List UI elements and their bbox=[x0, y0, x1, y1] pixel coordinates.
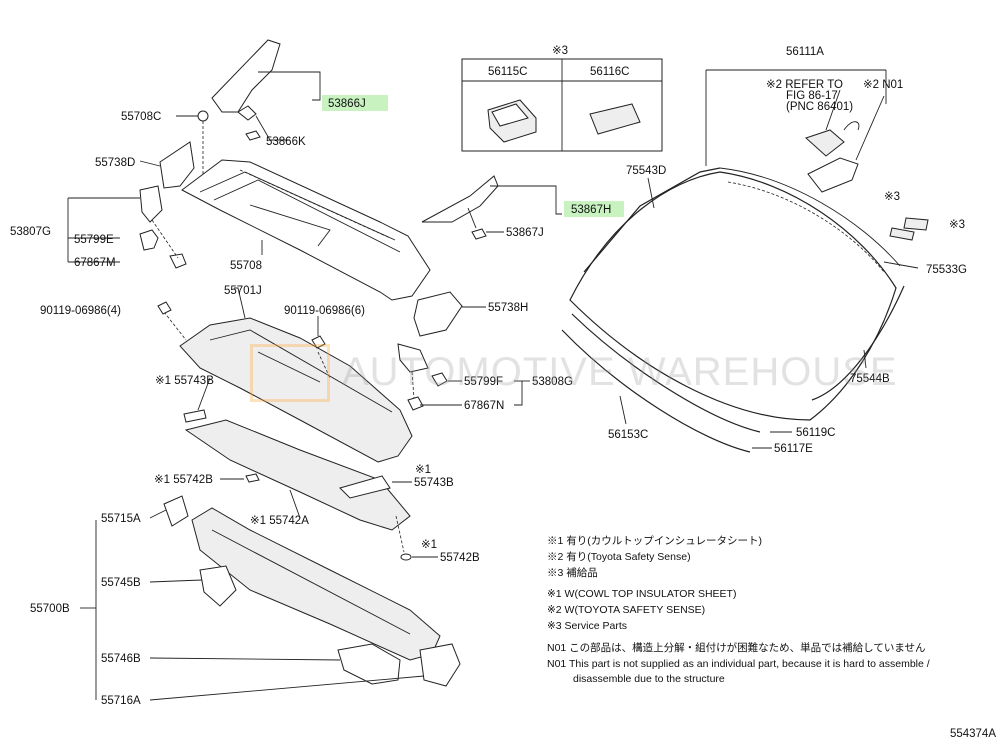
bolt-90119-left bbox=[157, 301, 172, 315]
molding-75543d bbox=[583, 167, 721, 273]
label-refer-line2: FIG 86-17 bbox=[786, 90, 838, 102]
cowl-side-cover-part bbox=[211, 39, 281, 113]
bracket-53807g bbox=[139, 185, 163, 223]
label-55701j: 55701J bbox=[224, 285, 262, 297]
label-53866k: 53866K bbox=[266, 136, 306, 148]
label-56117e: 56117E bbox=[774, 443, 813, 455]
insulator-55743b-right bbox=[339, 475, 391, 499]
label-55716a: 55716A bbox=[101, 695, 141, 707]
label-n01: ※2 N01 bbox=[863, 79, 903, 91]
label-155742b: ※1 55742B bbox=[154, 474, 213, 486]
label-55745b: 55745B bbox=[101, 577, 141, 589]
label-53866j: 53866J bbox=[328, 98, 366, 110]
service-part-right-a bbox=[889, 227, 915, 241]
label-55742b: 55742B bbox=[440, 552, 480, 564]
label-refer-line1: ※2 REFER TO bbox=[766, 79, 843, 91]
label-56119c: 56119C bbox=[796, 427, 835, 439]
molding-56117e bbox=[561, 329, 751, 453]
clip-55799e bbox=[139, 229, 159, 251]
clip-55799f bbox=[431, 372, 448, 387]
label-55708: 55708 bbox=[230, 260, 262, 272]
label-55700b: 55700B bbox=[30, 603, 70, 615]
clip-67867m bbox=[169, 253, 187, 269]
label-55738h: 55738H bbox=[488, 302, 528, 314]
label-53808g: 53808G bbox=[532, 376, 573, 388]
molding-75544b bbox=[811, 285, 905, 401]
label-56115c: 56115C bbox=[488, 66, 527, 78]
cowl-side-cover-53867h bbox=[421, 175, 499, 223]
cowl-top-panel-55708 bbox=[181, 159, 431, 301]
legend-n01-en-cont: disassemble due to the structure bbox=[573, 673, 725, 686]
insulator-55743b-left bbox=[183, 409, 207, 423]
label-star3-right-a: ※3 bbox=[884, 191, 900, 203]
label-75533g: 75533G bbox=[926, 264, 967, 276]
label-55715a: 55715A bbox=[101, 513, 141, 525]
windshield-glass bbox=[569, 171, 897, 421]
label-53867h: 53867H bbox=[571, 204, 611, 216]
label-55746b: 55746B bbox=[101, 653, 141, 665]
legend-note2-en: ※2 W(TOYOTA SAFETY SENSE) bbox=[547, 604, 706, 617]
clip-53866k bbox=[245, 130, 261, 141]
molding-75533g bbox=[719, 167, 901, 267]
bracket-55738d bbox=[159, 141, 195, 189]
label-56116c: 56116C bbox=[590, 66, 629, 78]
label-53807g: 53807G bbox=[10, 226, 51, 238]
bracket-55745b bbox=[199, 565, 237, 607]
label-53867j: 53867J bbox=[506, 227, 544, 239]
molding-56119c bbox=[571, 313, 761, 433]
bracket-55716a bbox=[419, 643, 461, 687]
label-67867n: 67867N bbox=[464, 400, 504, 412]
label-90119-6: 90119-06986(6) bbox=[284, 305, 365, 317]
bracket-n01 bbox=[807, 157, 859, 193]
label-67867m: 67867M bbox=[74, 257, 116, 269]
clip-155742b bbox=[245, 473, 260, 483]
bracket-53808g bbox=[397, 343, 429, 373]
clip-55742b bbox=[400, 553, 412, 561]
cowl-panel-55701j bbox=[179, 317, 413, 463]
spacer-56116c bbox=[589, 103, 641, 135]
label-note1-a: ※1 bbox=[415, 464, 431, 476]
label-55743b: 55743B bbox=[414, 477, 454, 489]
label-55738d: 55738D bbox=[95, 157, 135, 169]
legend-note2-jp: ※2 有り(Toyota Safety Sense) bbox=[547, 550, 691, 563]
label-155742a: ※1 55742A bbox=[250, 515, 309, 527]
label-75544b: 75544B bbox=[850, 373, 890, 385]
diagram-code: 554374A bbox=[949, 728, 996, 740]
grommet-55708c bbox=[197, 110, 209, 122]
legend-n01-jp: N01 この部品は、構造上分解・組付けが困難なため、単品では補給していません bbox=[547, 641, 926, 654]
legend: ※1 有り(カウルトップインシュレータシート) ※2 有り(Toyota Saf… bbox=[547, 534, 997, 688]
label-155743b: ※1 55743B bbox=[155, 375, 214, 387]
label-55799f: 55799F bbox=[464, 376, 503, 388]
cowl-assembly-55700b bbox=[191, 507, 441, 661]
part-labels: 55708C 53866J 53866K 55738D 53807G 55799… bbox=[10, 45, 967, 707]
label-56111a: 56111A bbox=[786, 46, 824, 58]
legend-note1-jp: ※1 有り(カウルトップインシュレータシート) bbox=[547, 535, 763, 547]
highlight-53866j bbox=[322, 95, 388, 111]
sensor-bracket-refer bbox=[805, 129, 845, 157]
label-56153c: 56153C bbox=[608, 429, 648, 441]
bracket-55746b bbox=[337, 643, 401, 685]
legend-note3-en: ※3 Service Parts bbox=[547, 619, 627, 632]
label-star3-box: ※3 bbox=[552, 45, 568, 57]
clip-part bbox=[237, 105, 257, 121]
label-90119-4: 90119-06986(4) bbox=[40, 305, 121, 317]
legend-n01-en: N01 This part is not supplied as an indi… bbox=[547, 657, 930, 670]
insulator-sheet-55742a bbox=[184, 419, 411, 531]
label-75543d: 75543D bbox=[626, 165, 666, 177]
label-refer-line3: (PNC 86401) bbox=[786, 101, 853, 113]
bolt-90119-mid bbox=[311, 335, 326, 349]
service-part-right-b bbox=[903, 217, 929, 231]
label-note1-b: ※1 bbox=[421, 539, 437, 551]
clip-67867n bbox=[407, 396, 424, 411]
bracket-55738h bbox=[413, 291, 463, 337]
label-55799e: 55799E bbox=[74, 234, 114, 246]
bracket-55715a bbox=[163, 495, 189, 527]
label-star3-right-b: ※3 bbox=[949, 219, 965, 231]
highlight-53867h bbox=[564, 201, 624, 217]
legend-note1-en: ※1 W(COWL TOP INSULATOR SHEET) bbox=[547, 588, 737, 601]
label-55708c: 55708C bbox=[121, 111, 161, 123]
legend-note3-jp: ※3 補給品 bbox=[547, 566, 598, 579]
clip-53867j bbox=[471, 228, 487, 240]
